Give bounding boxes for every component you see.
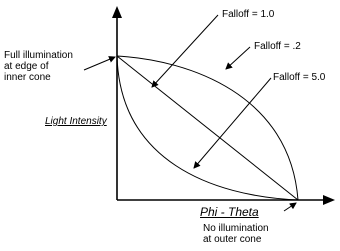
annotation-full-illumination-line-3: inner cone: [4, 72, 51, 83]
annotation-no-illumination: No illumination at outer cone: [203, 223, 269, 245]
x-axis-label: Phi - Theta: [200, 205, 259, 219]
label-falloff-0-2: Falloff = .2: [254, 41, 301, 52]
x-axis-arrow-icon: [323, 195, 335, 205]
pointer-no-illumination: [283, 202, 297, 212]
y-axis-arrow-icon: [112, 6, 122, 18]
pointer-full-illumination: [83, 56, 116, 71]
annotation-no-illumination-line-2: at outer cone: [203, 234, 262, 245]
pointer-falloff-0-2: [225, 46, 251, 70]
annotation-full-illumination-line-2: at edge of: [4, 61, 49, 72]
label-falloff-5-0: Falloff = 5.0: [273, 72, 326, 83]
curve-falloff-5-0: [116, 55, 299, 201]
pointer-falloff-1-0: [151, 14, 219, 88]
annotation-full-illumination-line-1: Full illumination: [4, 50, 73, 61]
y-axis-label: Light Intensity: [45, 116, 107, 127]
annotation-full-illumination: Full illumination at edge of inner cone: [4, 50, 73, 83]
curve-falloff-1-0: [116, 55, 299, 201]
pointer-falloff-5-0: [193, 77, 272, 169]
label-falloff-1-0: Falloff = 1.0: [222, 9, 275, 20]
curve-falloff-0-2: [116, 55, 299, 201]
annotation-no-illumination-line-1: No illumination: [203, 223, 269, 234]
